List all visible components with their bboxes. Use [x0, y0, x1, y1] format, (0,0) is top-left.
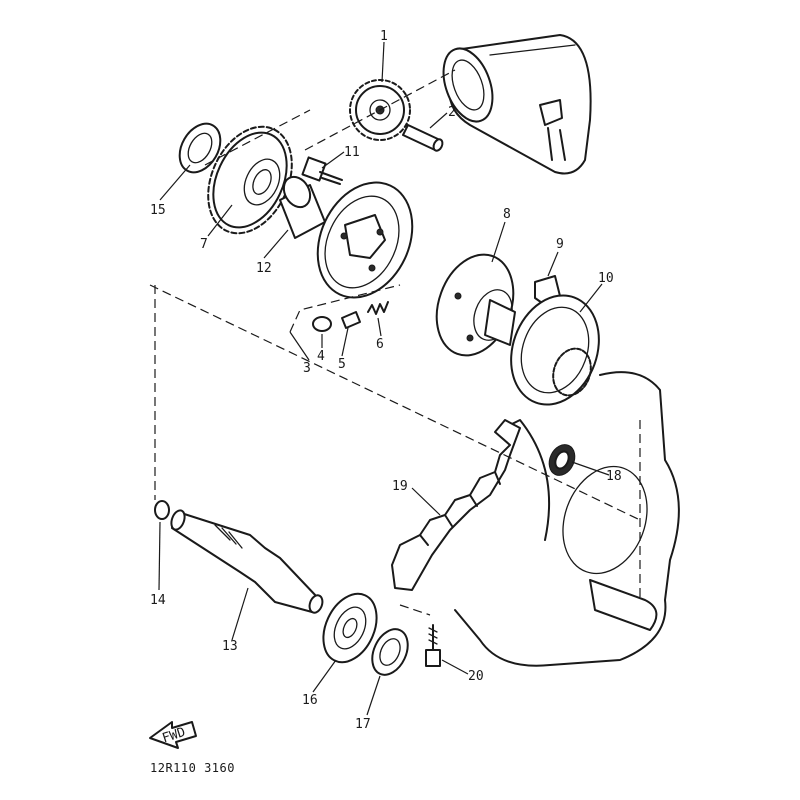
front-direction-arrow: FWD — [149, 721, 197, 749]
callout-17: 17 — [355, 717, 371, 732]
main-shaft — [170, 509, 324, 614]
callout-18: 18 — [606, 469, 622, 484]
callout-3: 3 — [303, 361, 311, 376]
callout-12: 12 — [256, 261, 272, 276]
callout-13: 13 — [222, 639, 238, 654]
shaft-plug — [154, 500, 170, 520]
callout-15: 15 — [150, 203, 166, 218]
callout-20: 20 — [468, 669, 484, 684]
callout-1: 1 — [380, 29, 388, 44]
clutch-plunger — [341, 311, 361, 329]
callout-4: 4 — [317, 349, 325, 364]
starter-clutch-outer — [316, 181, 414, 299]
callout-16: 16 — [302, 693, 318, 708]
front-arrow-label: FWD — [160, 725, 187, 747]
callout-8: 8 — [503, 207, 511, 222]
callout-11: 11 — [344, 145, 360, 160]
callout-7: 7 — [200, 237, 208, 252]
callout-5: 5 — [338, 357, 346, 372]
starter-motor — [442, 34, 592, 175]
clutch-roller — [312, 316, 332, 332]
clutch-bolt — [301, 156, 343, 185]
guide-plate — [391, 419, 521, 591]
gear-bushing — [279, 175, 326, 239]
idle-gear-shaft — [402, 124, 444, 152]
idle-gear-small — [548, 444, 576, 476]
starter-clutch-hub — [435, 253, 516, 357]
drawing-code: 12R110 3160 — [150, 761, 235, 775]
callout-14: 14 — [150, 593, 166, 608]
crankcase-cover — [454, 371, 680, 667]
starter-wheel — [510, 294, 600, 406]
leader-lines — [158, 41, 610, 716]
callout-9: 9 — [556, 237, 564, 252]
callout-2: 2 — [448, 105, 456, 120]
callout-6: 6 — [376, 337, 384, 352]
starter-wheel-gear — [207, 125, 293, 235]
callout-10: 10 — [598, 271, 614, 286]
clutch-spring — [367, 301, 389, 315]
bearing-lower — [322, 592, 378, 664]
callout-19: 19 — [392, 479, 408, 494]
alignment-lines — [149, 69, 641, 616]
oil-seal — [371, 628, 409, 676]
guide-plate-bolt — [425, 624, 441, 667]
callout-labels: 1 2 3 4 5 6 7 8 9 10 11 12 13 14 15 16 1… — [150, 29, 622, 732]
bearing-upper — [178, 122, 222, 174]
